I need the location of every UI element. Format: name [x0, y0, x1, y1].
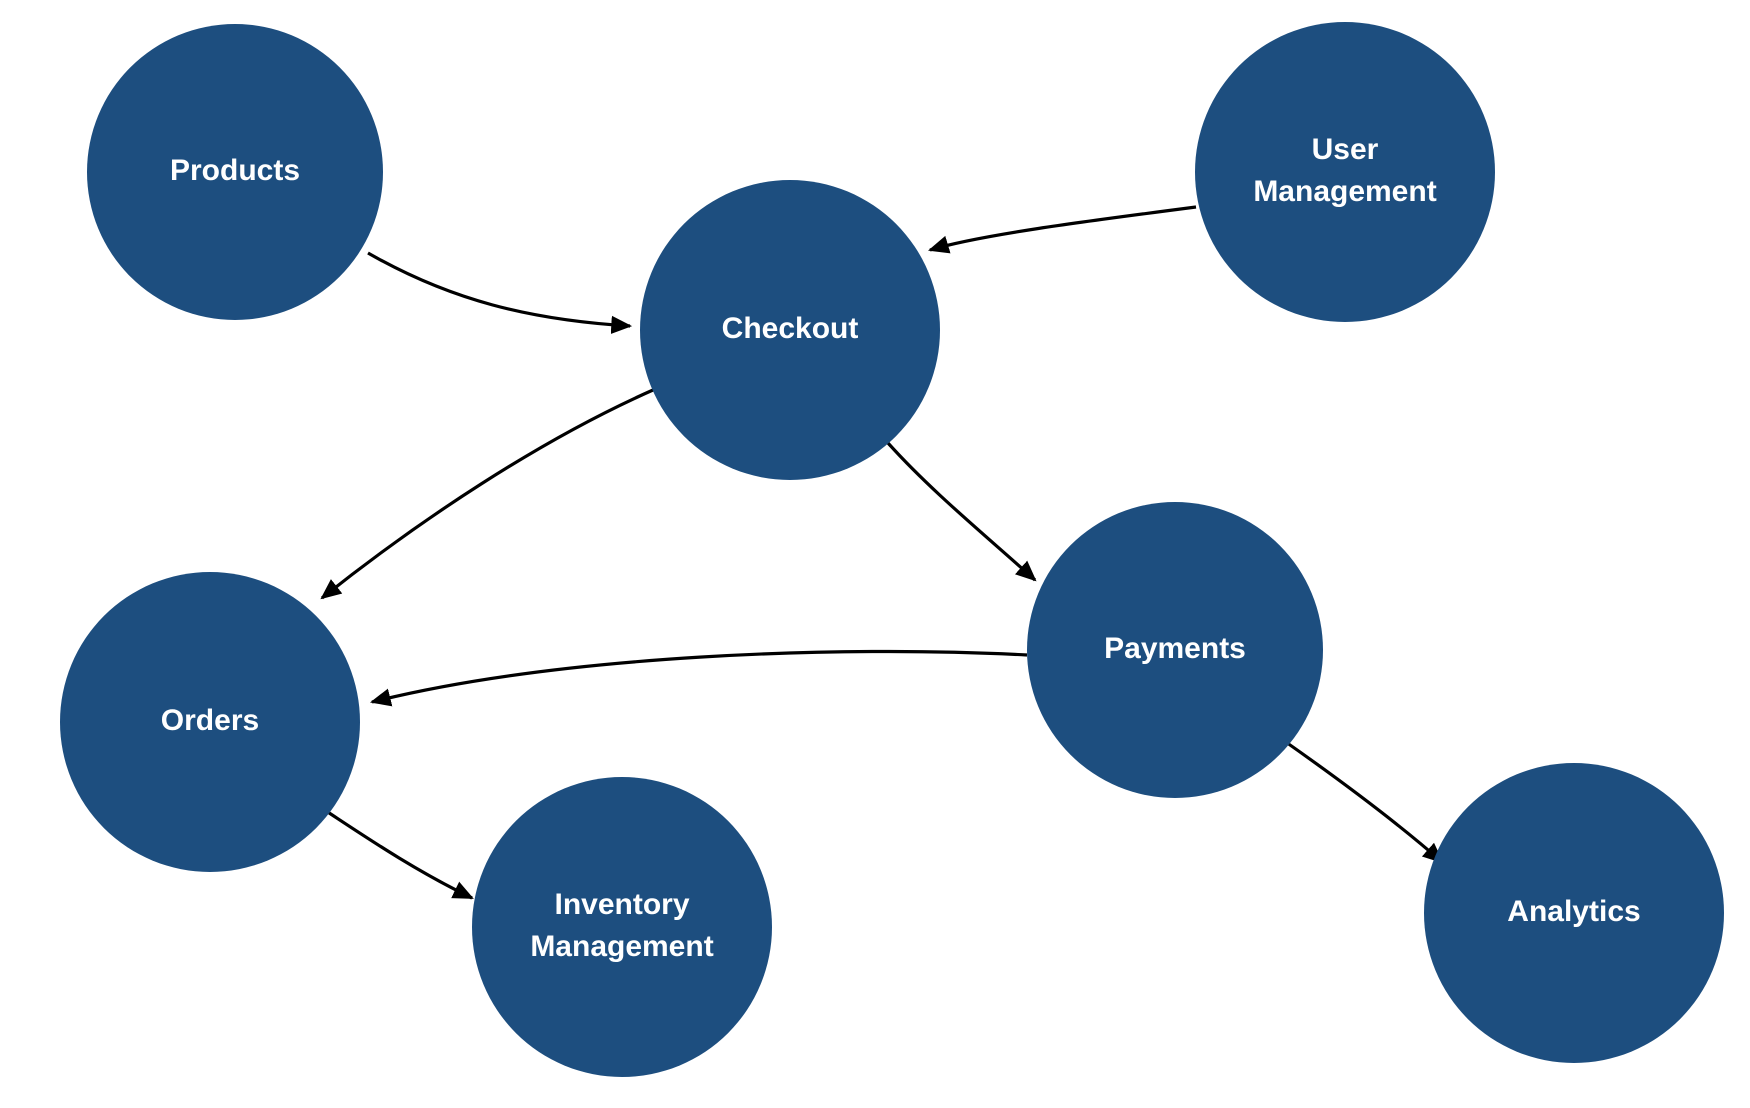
- node-analytics[interactable]: Analytics: [1424, 763, 1724, 1063]
- edge-user-management-to-checkout: [928, 205, 1197, 254]
- node-circle-checkout[interactable]: [640, 180, 940, 480]
- node-circle-products[interactable]: [87, 24, 383, 320]
- edge-payments-to-analytics: [1282, 738, 1444, 864]
- edge-orders-to-inventory-management: [316, 803, 474, 900]
- edge-checkout-to-payments: [886, 441, 1037, 582]
- node-payments[interactable]: Payments: [1027, 502, 1323, 798]
- node-circle-analytics[interactable]: [1424, 763, 1724, 1063]
- edges-layer: [316, 205, 1444, 900]
- node-orders[interactable]: Orders: [60, 572, 360, 872]
- node-circle-inventory-management[interactable]: [472, 777, 772, 1077]
- node-circle-payments[interactable]: [1027, 502, 1323, 798]
- node-products[interactable]: Products: [87, 24, 383, 320]
- node-circle-user-management[interactable]: [1195, 22, 1495, 322]
- edge-checkout-to-orders: [320, 388, 654, 600]
- node-checkout[interactable]: Checkout: [640, 180, 940, 480]
- edge-payments-to-orders: [369, 649, 1028, 707]
- node-circle-orders[interactable]: [60, 572, 360, 872]
- edge-products-to-checkout: [367, 251, 633, 335]
